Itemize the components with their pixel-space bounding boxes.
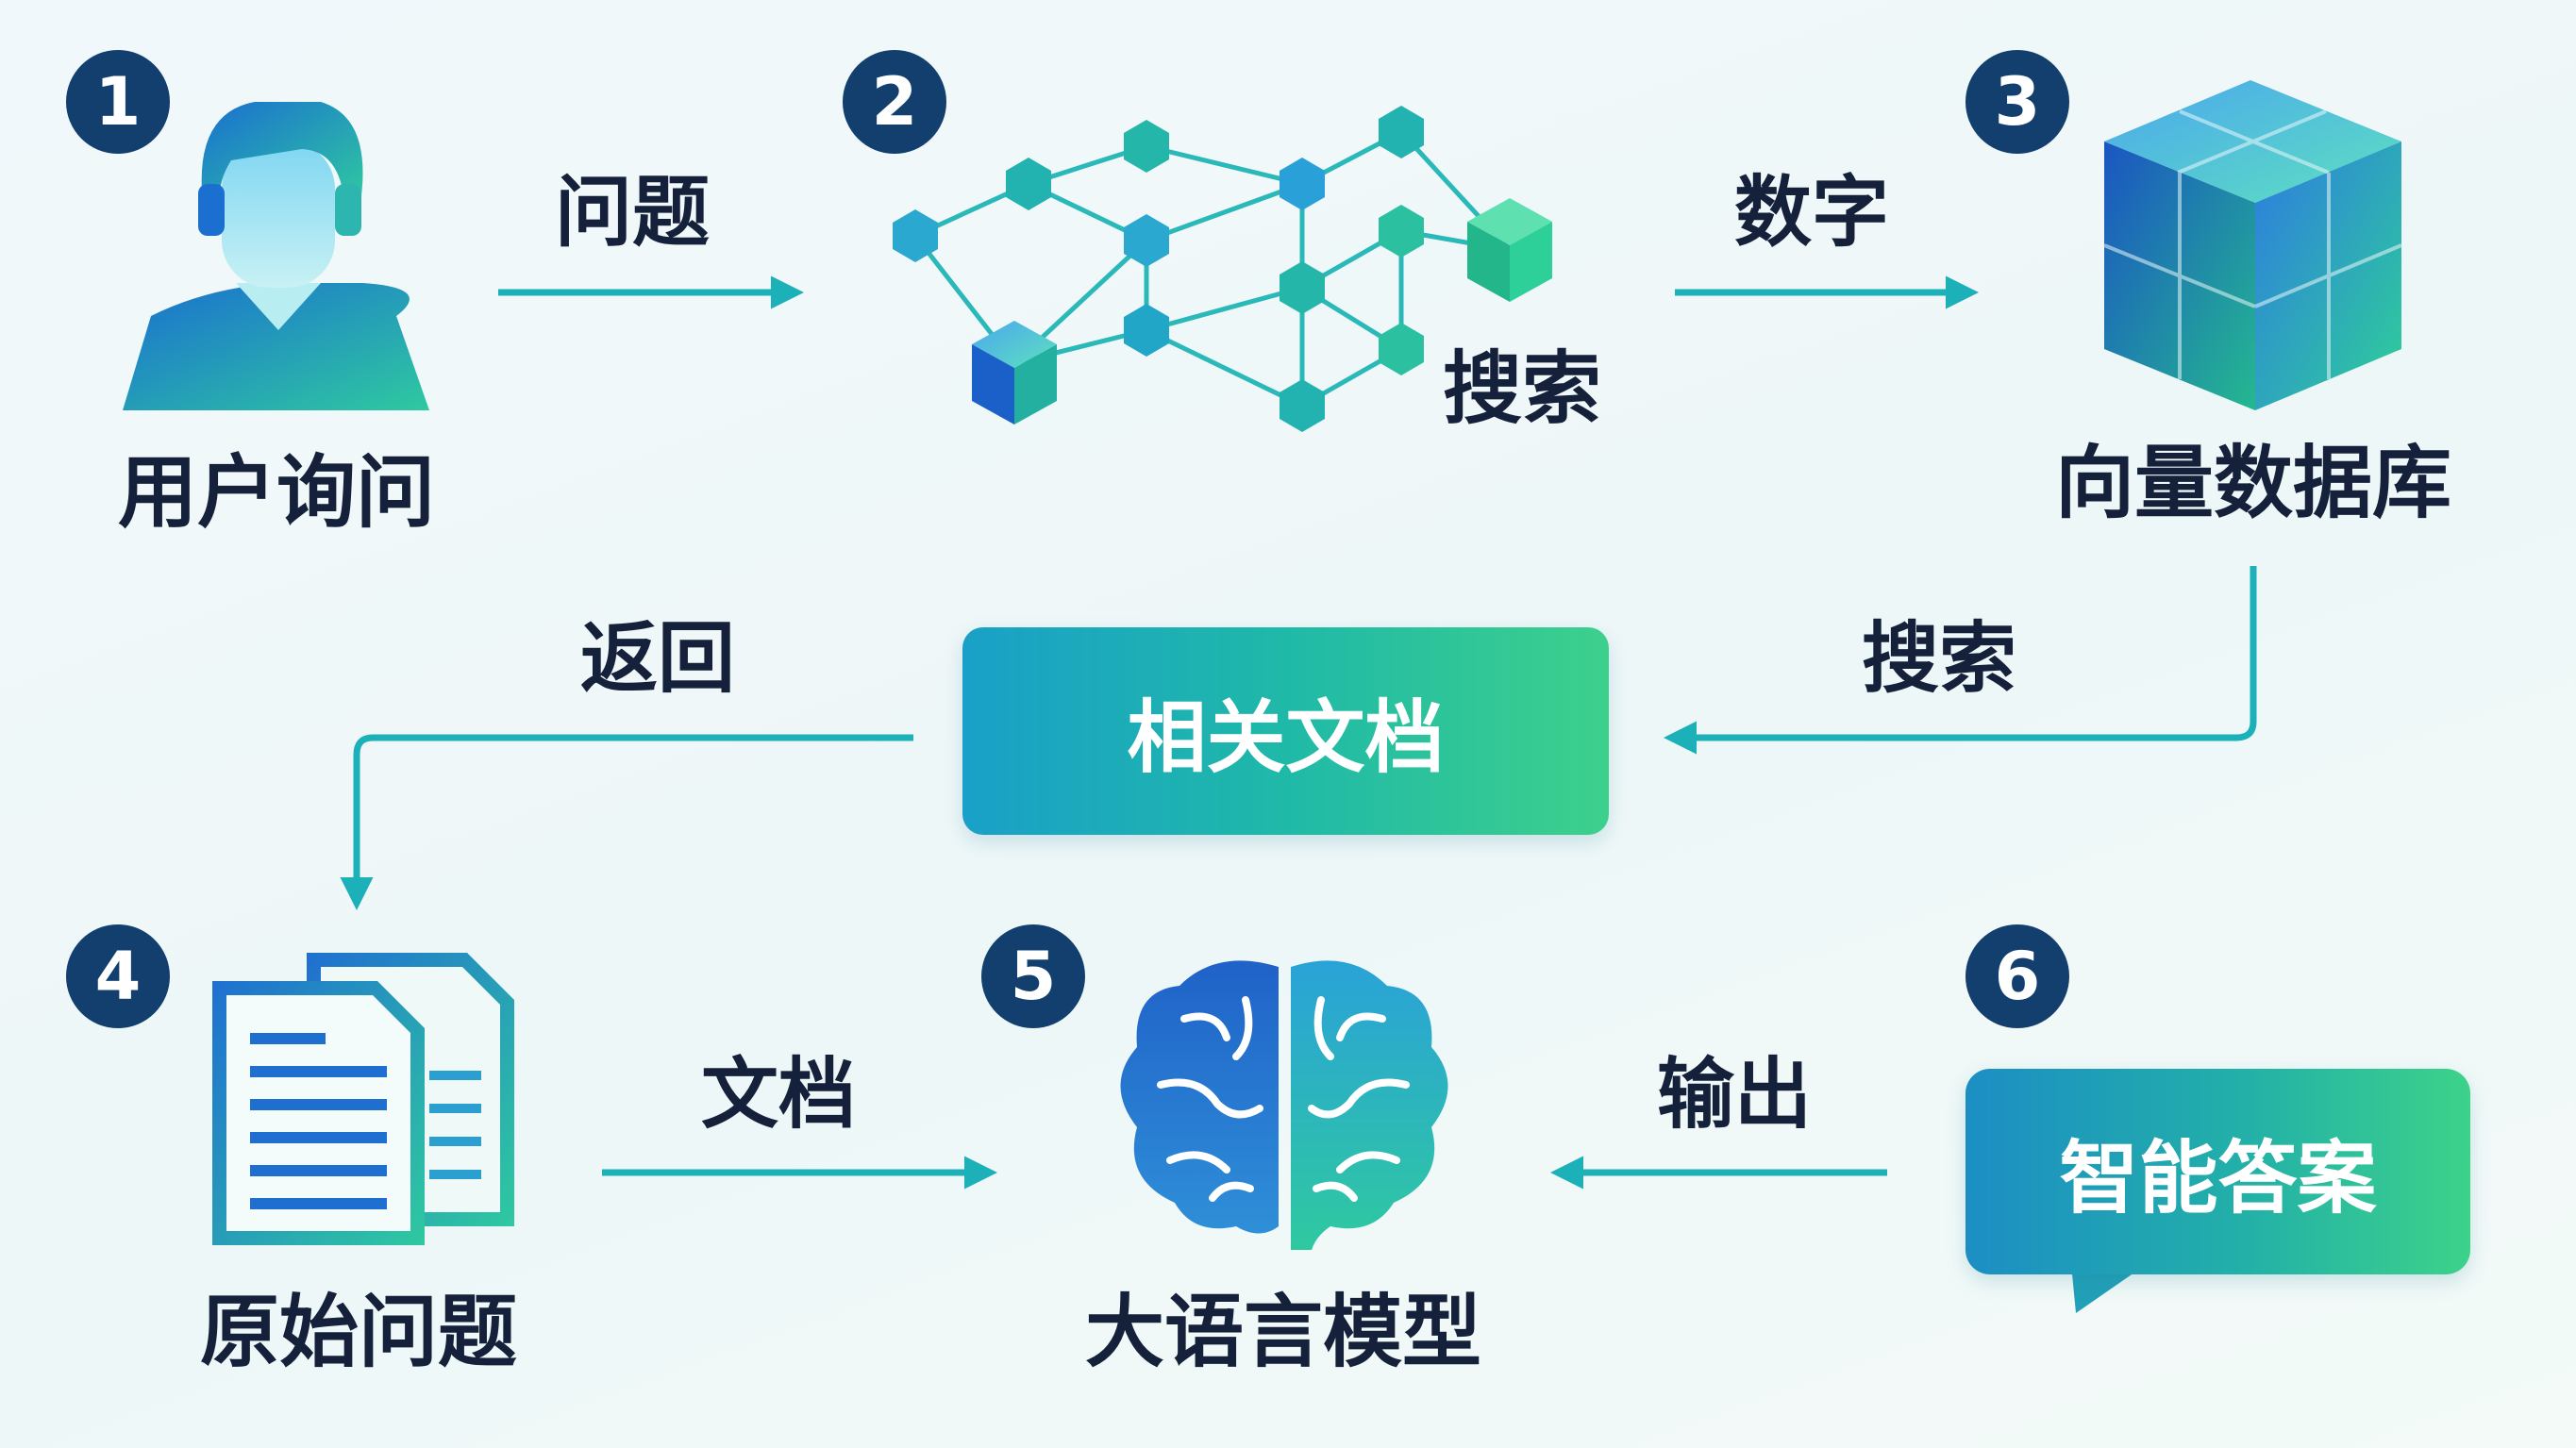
- node: [1379, 106, 1424, 158]
- node: [1280, 379, 1325, 432]
- node: [1124, 120, 1169, 173]
- user-query-label: 用户询问: [117, 446, 436, 539]
- arrow-search: [1664, 566, 2257, 755]
- user-icon: [123, 102, 429, 410]
- search-label: 搜索: [1442, 342, 1602, 435]
- original-question-label: 原始问题: [199, 1286, 518, 1378]
- arrow-label-search: 搜索: [1861, 614, 2017, 704]
- vector-database-label: 向量数据库: [2054, 437, 2452, 529]
- node: [1280, 261, 1325, 314]
- node: [1379, 323, 1424, 375]
- node: [1006, 158, 1051, 210]
- cube-database-icon: [2103, 80, 2402, 410]
- llm-label: 大语言模型: [1084, 1286, 1482, 1378]
- node: [893, 209, 938, 262]
- arrow-label-question: 问题: [554, 168, 711, 258]
- arrow-label-digital: 数字: [1733, 168, 1890, 258]
- speech-bubble-icon: 智能答案: [1965, 1069, 2470, 1274]
- arrows: [340, 275, 2257, 1190]
- arrow-label-output: 输出: [1656, 1050, 1813, 1140]
- network-nodes: [893, 106, 1552, 432]
- step-badge-4: 4: [66, 924, 170, 1028]
- relevant-documents-box: 相关文档: [962, 627, 1609, 835]
- speech-bubble-tail: [2071, 1264, 2147, 1313]
- step-badge-3: 3: [1965, 50, 2069, 154]
- smart-answer-label: 智能答案: [2059, 1131, 2377, 1224]
- arrow-return: [340, 734, 913, 910]
- node: [1124, 214, 1169, 267]
- step-badge-5: 5: [981, 924, 1085, 1028]
- step-badge-1: 1: [66, 50, 170, 154]
- cube-node: [972, 321, 1057, 424]
- arrow-label-documents: 文档: [700, 1050, 857, 1140]
- documents-icon: [212, 953, 514, 1245]
- node: [1124, 304, 1169, 357]
- arrow-label-return: 返回: [579, 614, 736, 704]
- step-badge-6: 6: [1965, 924, 2069, 1028]
- cube-node: [1467, 198, 1552, 302]
- step-badge-2: 2: [843, 50, 946, 154]
- brain-icon: [1120, 960, 1448, 1250]
- node: [1379, 205, 1424, 258]
- node: [1280, 158, 1325, 210]
